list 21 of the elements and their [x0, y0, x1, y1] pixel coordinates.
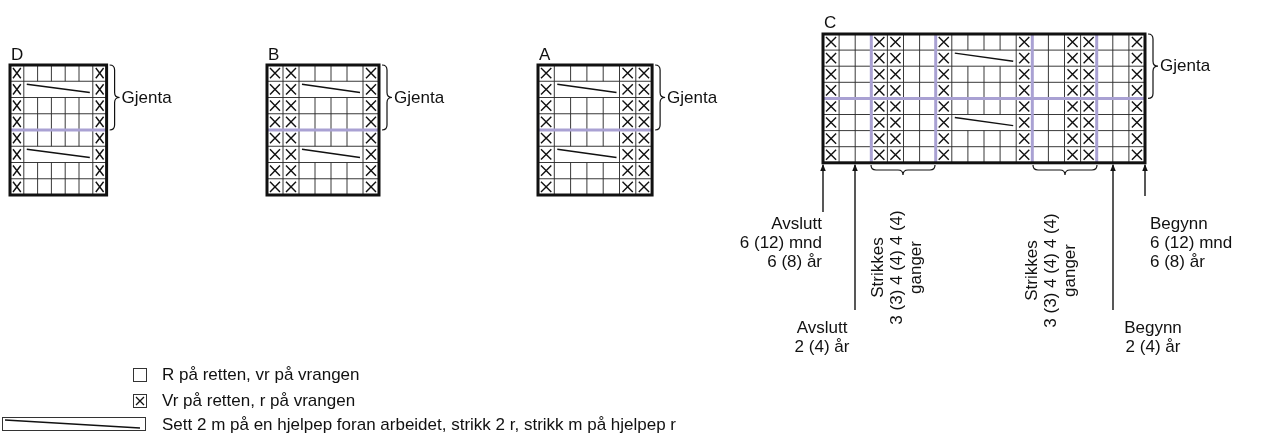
repeat-note: Gjenta: [667, 87, 718, 108]
chart-label: D: [10, 46, 24, 64]
legend-text: Vr på retten, r på vrangen: [162, 392, 356, 410]
chart-label: A: [538, 46, 551, 64]
legend-text: R på retten, vr på vrangen: [162, 366, 360, 384]
instruction-text: Avslutt 2 (4) år: [776, 318, 868, 356]
repeat-count-note: Strikkes 3 (3) 4 (4) 4 (4) ganger: [1021, 212, 1079, 330]
legend-text: Sett 2 m på en hjelpep foran arbeidet, strikk 2 r, strikk m på hjelpep r: [162, 416, 677, 434]
arrow: [852, 164, 858, 311]
instruction-text: Begynn 6 (12) mnd 6 (8) år: [1150, 214, 1238, 271]
repeat-note: Gjenta: [1160, 56, 1211, 77]
repeat-note: Gjenta: [121, 87, 172, 108]
instruction-text: Avslutt 6 (12) mnd 6 (8) år: [734, 214, 822, 271]
arrow: [820, 164, 826, 213]
arrow: [1110, 164, 1116, 311]
arrow: [1142, 164, 1148, 197]
repeat-note: Gjenta: [394, 87, 445, 108]
repeat-count-note: Strikkes 3 (3) 4 (4) 4 (4) ganger: [867, 209, 925, 327]
chart-label: B: [267, 46, 280, 64]
instruction-text: Begynn 2 (4) år: [1108, 318, 1198, 356]
chart-label: C: [823, 14, 837, 32]
